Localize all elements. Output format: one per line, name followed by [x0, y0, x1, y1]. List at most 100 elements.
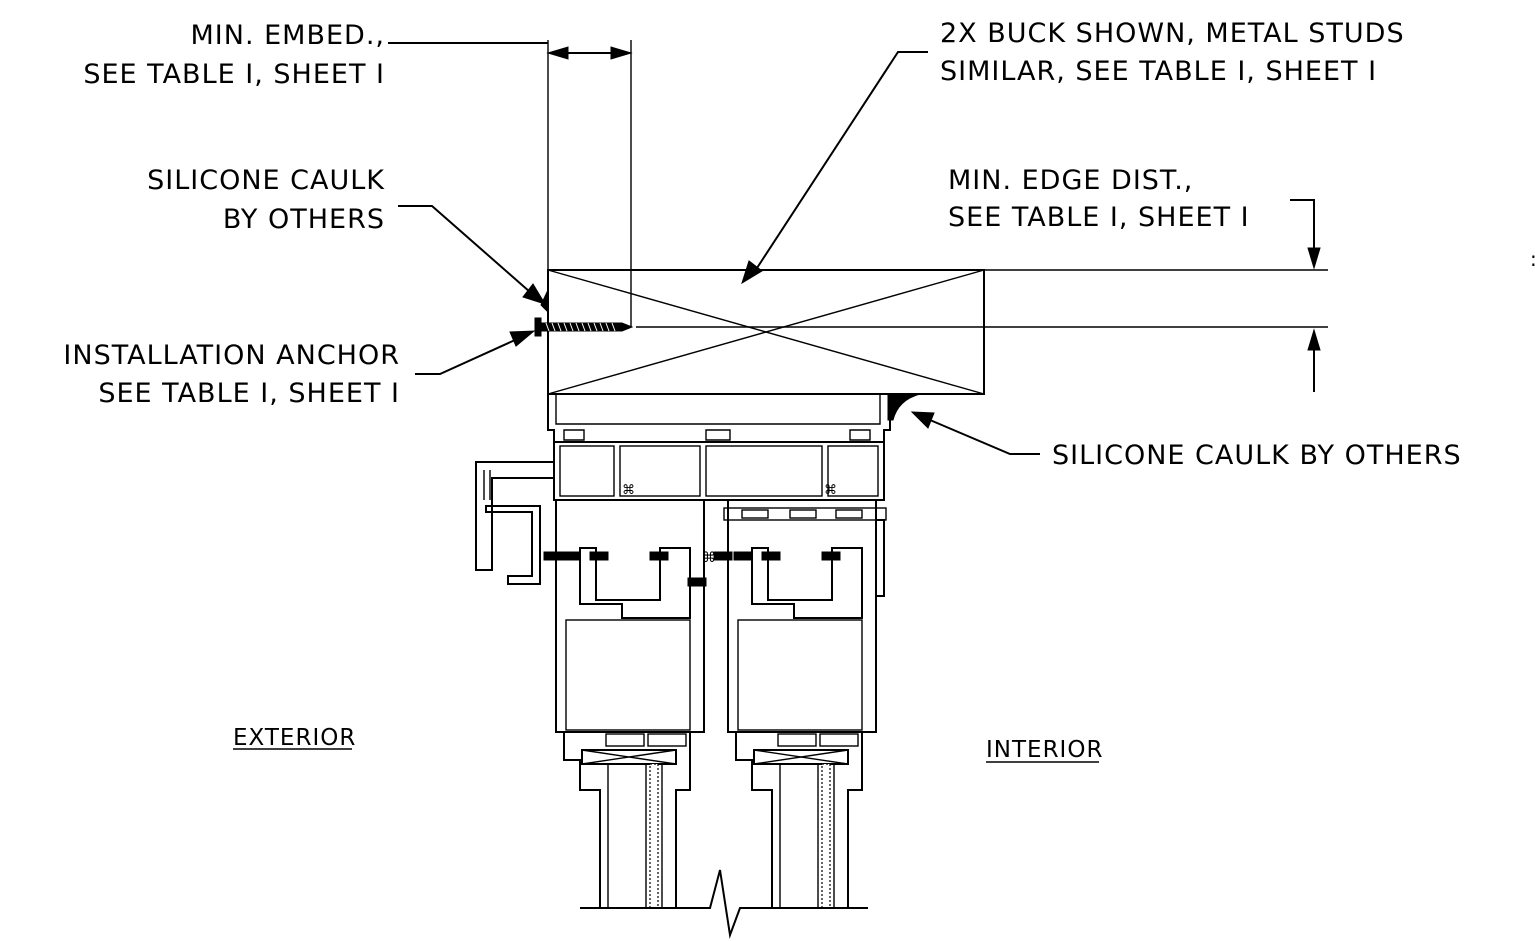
- callout-buck: 2X BUCK SHOWN, METAL STUDS SIMILAR, SEE …: [741, 18, 1405, 285]
- sash-interior-glass-stop-b: [819, 733, 859, 747]
- anchor-head: [534, 317, 542, 337]
- sash-exterior-glazing-leg-right: [675, 732, 691, 908]
- sash-exterior-glass-stop-b: [647, 733, 687, 747]
- sash-interior-top-rail: [723, 507, 887, 521]
- buck-label-line1: 2X BUCK SHOWN, METAL STUDS: [940, 18, 1405, 49]
- anchor-threads: [545, 322, 616, 332]
- anchor-label-line1: INSTALLATION ANCHOR: [63, 340, 400, 371]
- interior-label: INTERIOR: [986, 737, 1103, 763]
- break-line-symbol: [580, 869, 868, 939]
- silicone-left-arrowhead: [522, 283, 547, 305]
- weatherstrip-6: [713, 551, 733, 561]
- sash-interior-outline: [727, 499, 877, 733]
- weatherstrip-4: [649, 551, 669, 561]
- sash-interior-rail-slot-2: [789, 509, 817, 519]
- frame-chamber-2: [619, 445, 701, 497]
- weatherstrip-group-1: [543, 551, 707, 587]
- callout-min-edge: MIN. EDGE DIST., SEE TABLE I, SHEET I: [636, 165, 1328, 392]
- setting-block-2: [753, 749, 849, 765]
- weatherstrip-5: [687, 577, 707, 587]
- weatherstrip-8: [761, 551, 781, 561]
- anchor-shank: [540, 322, 634, 332]
- weatherstrip-3: [589, 551, 609, 561]
- silicone-left-label-line1: SILICONE CAULK: [147, 165, 385, 196]
- min-edge-arrow-top: [1307, 247, 1321, 270]
- frame-hook-fins: [483, 470, 491, 500]
- sash-exterior-glazing-leg-left: [563, 732, 601, 908]
- min-edge-leader-top: [1290, 199, 1315, 250]
- sash-interior-side-jamb: [876, 519, 885, 597]
- weatherstrip-2: [561, 551, 581, 561]
- sash-exterior: [543, 499, 707, 908]
- silicone-caulk-left: [540, 289, 549, 314]
- embed-dimension: [546, 40, 633, 327]
- setting-block-1: [581, 749, 677, 765]
- glass-interior: [779, 763, 835, 909]
- min-embed-label-line2: SEE TABLE I, SHEET I: [83, 59, 385, 90]
- exterior-trim-clip: [485, 505, 541, 585]
- sash-interior-glazing-leg-left: [735, 732, 773, 908]
- sash-interior-rail-slot-1: [741, 509, 769, 519]
- silicone-left-label-line2: BY OTHERS: [223, 204, 385, 235]
- sash-interior-chamber: [737, 619, 863, 731]
- frame-chamber-4: [827, 445, 879, 497]
- weatherstrip-1: [543, 551, 563, 561]
- exterior-label: EXTERIOR: [233, 725, 356, 751]
- frame-exterior-hook: [475, 461, 554, 571]
- sash-interior-interlock: [751, 547, 863, 619]
- min-edge-label-line1: MIN. EDGE DIST.,: [948, 165, 1193, 196]
- frame-key-left: [563, 429, 585, 441]
- sash-exterior-outline: [555, 499, 705, 733]
- callout-min-embed: MIN. EMBED., SEE TABLE I, SHEET I: [83, 20, 548, 90]
- weatherstrip-group-2: [713, 551, 841, 561]
- wood-buck: [547, 269, 985, 395]
- frame-key-right: [849, 429, 871, 441]
- frame-inner-wall: [555, 394, 881, 425]
- sash-exterior-chamber: [565, 619, 691, 731]
- interior-label-group: INTERIOR: [986, 737, 1103, 763]
- exterior-label-group: EXTERIOR: [233, 725, 356, 751]
- silicone-caulk-right: [887, 393, 921, 421]
- buck-leader: [756, 51, 928, 269]
- anchor-arrowhead: [509, 330, 536, 347]
- edge-fragment: :: [1530, 247, 1535, 271]
- sash-interior: [713, 499, 887, 908]
- min-edge-label-line2: SEE TABLE I, SHEET I: [948, 202, 1250, 233]
- sash-exterior-interlock: [579, 547, 691, 619]
- screw-boss-left: ⌘: [622, 483, 636, 498]
- setting-block-2-cross-b: [753, 749, 849, 765]
- sash-interior-rail-slot-3: [835, 509, 863, 519]
- embed-arrow-right: [610, 46, 633, 60]
- callout-silicone-left: SILICONE CAULK BY OTHERS: [147, 165, 547, 305]
- silicone-right-arrowhead: [910, 411, 935, 429]
- silicone-left-leader: [398, 205, 531, 293]
- interlock-boss-icon: ⌘: [702, 550, 717, 566]
- anchor-label-line2: SEE TABLE I, SHEET I: [98, 378, 400, 409]
- buck-outline: [547, 269, 985, 395]
- frame-key-center: [705, 429, 731, 441]
- sash-interior-glazing-leg-right: [847, 732, 863, 908]
- sash-exterior-glass-stop-a: [605, 733, 645, 747]
- screw-boss-right: ⌘: [824, 483, 838, 498]
- glass-exterior: [607, 763, 663, 909]
- weatherstrip-7: [733, 551, 753, 561]
- callout-anchor: INSTALLATION ANCHOR SEE TABLE I, SHEET I: [63, 330, 536, 409]
- frame-outer-profile: [547, 394, 891, 501]
- min-edge-arrow-bottom: [1307, 328, 1321, 351]
- sash-interior-glass-stop-a: [777, 733, 817, 747]
- weatherstrip-9: [821, 551, 841, 561]
- embed-arrow-left: [546, 46, 569, 60]
- callout-silicone-right: SILICONE CAULK BY OTHERS: [910, 411, 1461, 471]
- silicone-right-leader: [929, 419, 1040, 455]
- glass-interior-laminate: [821, 763, 831, 909]
- installation-anchor: [534, 317, 634, 337]
- min-embed-label-line1: MIN. EMBED.,: [190, 20, 385, 51]
- setting-block-1-cross-b: [581, 749, 677, 765]
- frame-chamber-3: [705, 445, 823, 497]
- frame-chamber-1: [559, 445, 615, 497]
- buck-cross-2: [547, 269, 985, 395]
- buck-arrowhead: [741, 260, 763, 285]
- anchor-leader: [415, 339, 516, 375]
- buck-label-line2: SIMILAR, SEE TABLE I, SHEET I: [940, 56, 1377, 87]
